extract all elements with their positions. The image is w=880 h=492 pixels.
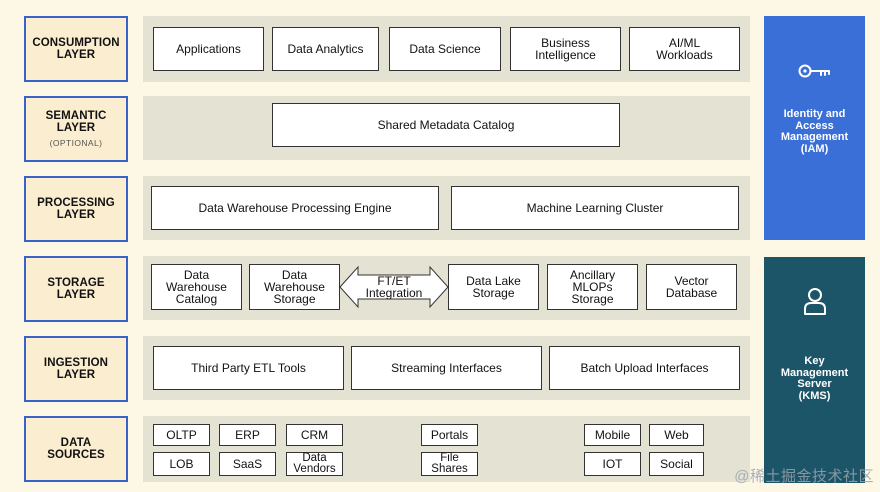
box-third-party-etl: Third Party ETL Tools <box>153 346 344 390</box>
source-portals: Portals <box>421 424 478 446</box>
source-crm: CRM <box>286 424 343 446</box>
person-icon <box>803 275 827 318</box>
layer-title: CONSUMPTION LAYER <box>32 37 120 61</box>
source-data-vendors: Data Vendors <box>286 452 343 476</box>
kms-panel: Key Management Server (KMS) <box>764 257 865 483</box>
source-oltp: OLTP <box>153 424 210 446</box>
box-business-intelligence: Business Intelligence <box>510 27 621 71</box>
source-saas: SaaS <box>219 452 276 476</box>
layer-label-processing: PROCESSING LAYER <box>24 176 128 242</box>
box-batch-upload: Batch Upload Interfaces <box>549 346 740 390</box>
layer-title: INGESTION LAYER <box>43 357 109 381</box>
box-data-analytics: Data Analytics <box>272 27 379 71</box>
source-file-shares: File Shares <box>421 452 478 476</box>
layer-label-ingestion: INGESTION LAYER <box>24 336 128 402</box>
box-data-science: Data Science <box>389 27 501 71</box>
box-ancillary-mlops-storage: Ancillary MLOPs Storage <box>547 264 638 310</box>
integration-label: FT/ET Integration <box>365 274 423 300</box>
box-shared-metadata-catalog: Shared Metadata Catalog <box>272 103 620 147</box>
box-vector-database: Vector Database <box>646 264 737 310</box>
box-applications: Applications <box>153 27 264 71</box>
source-social: Social <box>649 452 704 476</box>
layer-subtitle: (OPTIONAL) <box>49 137 103 148</box>
layer-title: DATA SOURCES <box>47 437 105 461</box>
iam-label: Identity and Access Management (IAM) <box>780 108 849 155</box>
key-icon <box>798 50 832 83</box>
layer-label-storage: STORAGE LAYER <box>24 256 128 322</box>
source-lob: LOB <box>153 452 210 476</box>
layer-label-consumption: CONSUMPTION LAYER <box>24 16 128 82</box>
layer-title: PROCESSING LAYER <box>37 197 115 221</box>
source-erp: ERP <box>219 424 276 446</box>
kms-label: Key Management Server (KMS) <box>780 355 849 402</box>
box-dw-catalog: Data Warehouse Catalog <box>151 264 242 310</box>
layer-label-data-sources: DATA SOURCES <box>24 416 128 482</box>
box-data-lake-storage: Data Lake Storage <box>448 264 539 310</box>
layer-label-semantic: SEMANTIC LAYER (OPTIONAL) <box>24 96 128 162</box>
layer-title: SEMANTIC LAYER <box>45 109 107 134</box>
source-mobile: Mobile <box>584 424 641 446</box>
source-web: Web <box>649 424 704 446</box>
box-dw-storage: Data Warehouse Storage <box>249 264 340 310</box>
layer-title: STORAGE LAYER <box>47 277 105 301</box>
iam-panel: Identity and Access Management (IAM) <box>764 16 865 240</box>
watermark: @稀土掘金技术社区 <box>734 468 874 485</box>
box-dw-processing-engine: Data Warehouse Processing Engine <box>151 186 439 230</box>
box-ml-cluster: Machine Learning Cluster <box>451 186 739 230</box>
box-ai-ml-workloads: AI/ML Workloads <box>629 27 740 71</box>
source-iot: IOT <box>584 452 641 476</box>
box-streaming-interfaces: Streaming Interfaces <box>351 346 542 390</box>
